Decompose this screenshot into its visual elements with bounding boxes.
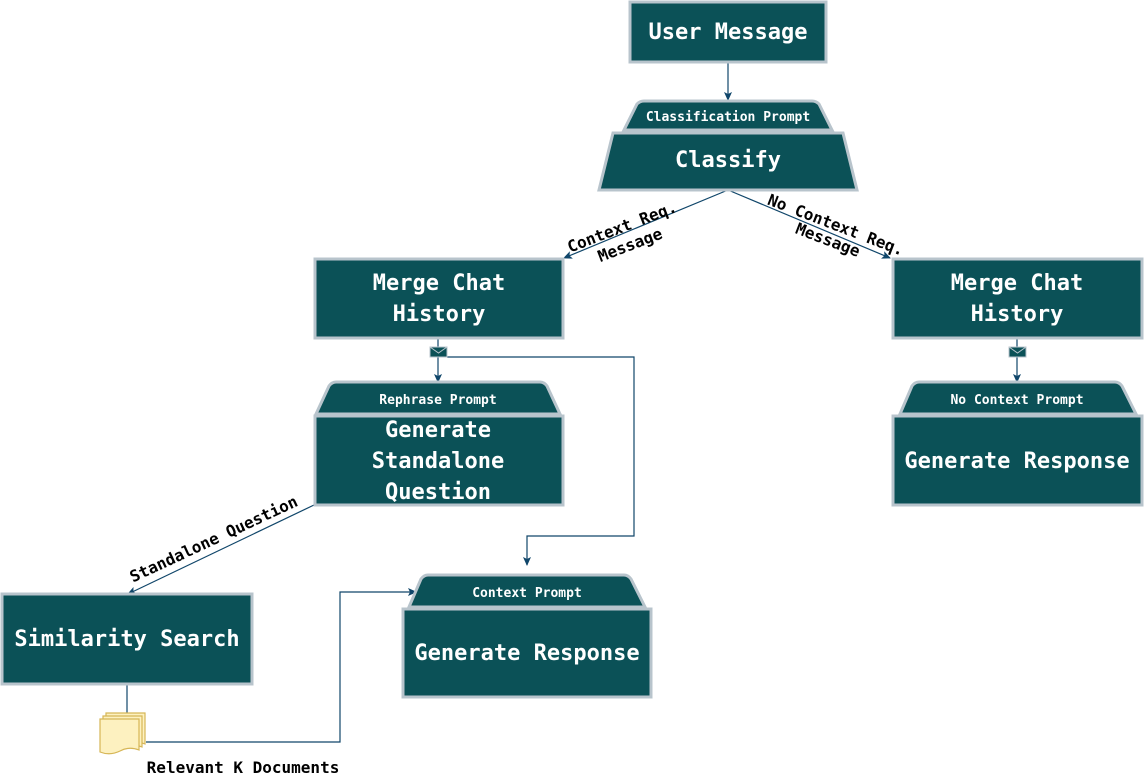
standalone-question-edge-label: Standalone Question — [127, 492, 301, 587]
edge-documents-to-context-response — [146, 588, 417, 743]
classification-prompt-label: Classification Prompt — [646, 110, 810, 125]
merge-left-label-line1: Merge Chat — [373, 271, 505, 296]
user-message-node: User Message — [628, 0, 828, 64]
merge-left-label-line2: History — [393, 302, 486, 327]
edge-merge-left-to-context-response — [447, 356, 635, 566]
edge-classify-to-merge-left — [563, 189, 729, 259]
edges — [126, 62, 1021, 743]
classify-label: Classify — [675, 148, 781, 173]
classify-node: Classification Prompt Classify — [597, 99, 859, 192]
user-message-label: User Message — [649, 20, 808, 45]
context-response-node: Context Prompt Generate Response — [401, 573, 653, 699]
no-context-req-edge-label: No Context Req. Message — [765, 190, 907, 261]
no-context-response-node: No Context Prompt Generate Response — [891, 380, 1144, 507]
standalone-question-node: Rephrase Prompt Generate Standalone Ques… — [313, 380, 565, 507]
relevant-documents-label: Relevant K Documents — [147, 758, 340, 777]
standalone-label-line1: Generate — [385, 418, 491, 443]
edge-standalone-to-similarity — [127, 504, 315, 595]
merge-right-label-line1: Merge Chat — [951, 271, 1083, 296]
edge-classify-to-merge-right — [727, 189, 891, 259]
standalone-label-line3: Question — [385, 480, 491, 505]
merge-chat-history-right-node: Merge Chat History — [891, 257, 1144, 340]
similarity-search-label: Similarity Search — [14, 627, 239, 652]
rephrase-prompt-label: Rephrase Prompt — [379, 393, 496, 408]
document-stack-icon — [99, 712, 146, 755]
envelope-icon — [1008, 346, 1027, 358]
merge-chat-history-left-node: Merge Chat History — [313, 257, 565, 340]
no-context-response-label: Generate Response — [904, 449, 1129, 474]
context-response-label: Generate Response — [414, 641, 639, 666]
context-prompt-label: Context Prompt — [472, 586, 582, 601]
context-req-edge-label: Context Req. Message — [565, 197, 680, 266]
standalone-label-line2: Standalone — [372, 449, 504, 474]
similarity-search-node: Similarity Search — [0, 592, 254, 686]
envelope-icon — [429, 346, 448, 358]
no-context-prompt-label: No Context Prompt — [950, 393, 1083, 408]
merge-right-label-line2: History — [971, 302, 1064, 327]
